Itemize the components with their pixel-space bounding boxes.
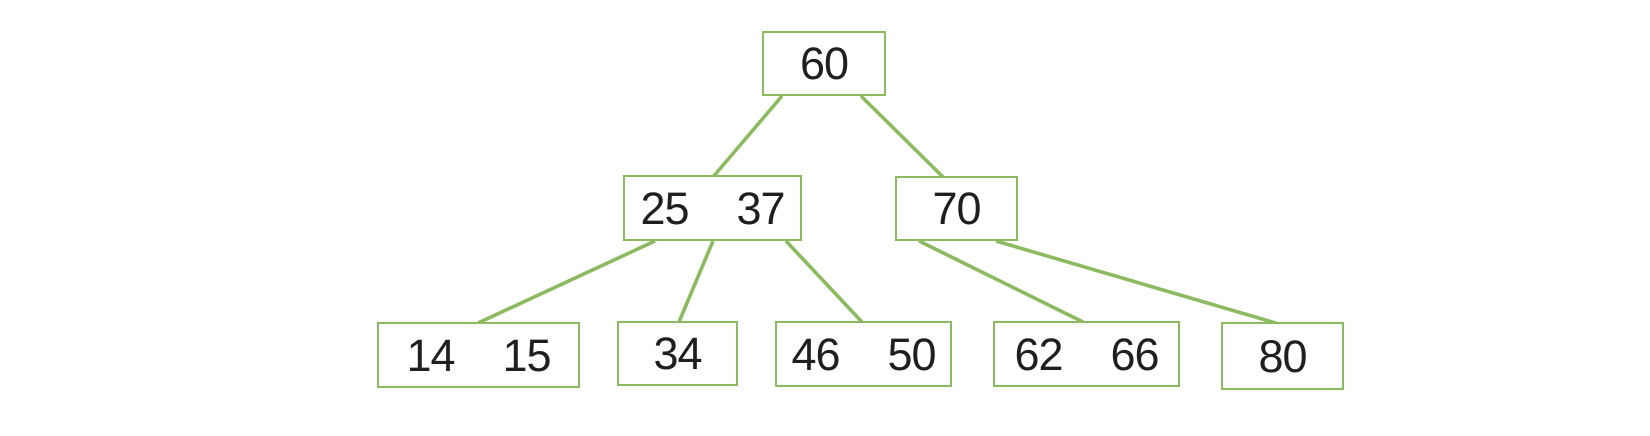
edge-70-to-80 bbox=[995, 239, 1280, 326]
edge-60-to-25-37 bbox=[711, 94, 784, 179]
node-key: 25 bbox=[640, 182, 689, 234]
node-key: 66 bbox=[1110, 328, 1160, 380]
edge-60-to-70 bbox=[859, 94, 945, 179]
node-key: 60 bbox=[799, 38, 849, 89]
node-key: 62 bbox=[1014, 328, 1063, 380]
tree-node-70: 70 bbox=[895, 176, 1018, 241]
tree-node-80: 80 bbox=[1221, 322, 1344, 390]
edge-25-37-to-46-50 bbox=[784, 239, 864, 324]
tree-node-25-37: 25 37 bbox=[623, 175, 802, 241]
node-key: 34 bbox=[653, 328, 702, 379]
node-key: 70 bbox=[932, 183, 981, 234]
tree-node-62-66: 62 66 bbox=[993, 321, 1180, 387]
tree-node-60: 60 bbox=[762, 31, 886, 96]
tree-node-34: 34 bbox=[617, 321, 738, 386]
edge-25-37-to-34 bbox=[677, 240, 715, 323]
node-key: 15 bbox=[502, 329, 552, 381]
node-key: 37 bbox=[736, 182, 786, 234]
node-key: 80 bbox=[1258, 330, 1307, 382]
tree-node-14-15: 14 15 bbox=[377, 322, 580, 388]
edge-70-to-62-66 bbox=[918, 239, 1084, 324]
node-key: 46 bbox=[791, 328, 840, 380]
node-key: 50 bbox=[887, 328, 937, 380]
node-key: 14 bbox=[406, 329, 455, 381]
tree-node-46-50: 46 50 bbox=[775, 321, 952, 387]
edge-25-37-to-14-15 bbox=[477, 239, 656, 325]
